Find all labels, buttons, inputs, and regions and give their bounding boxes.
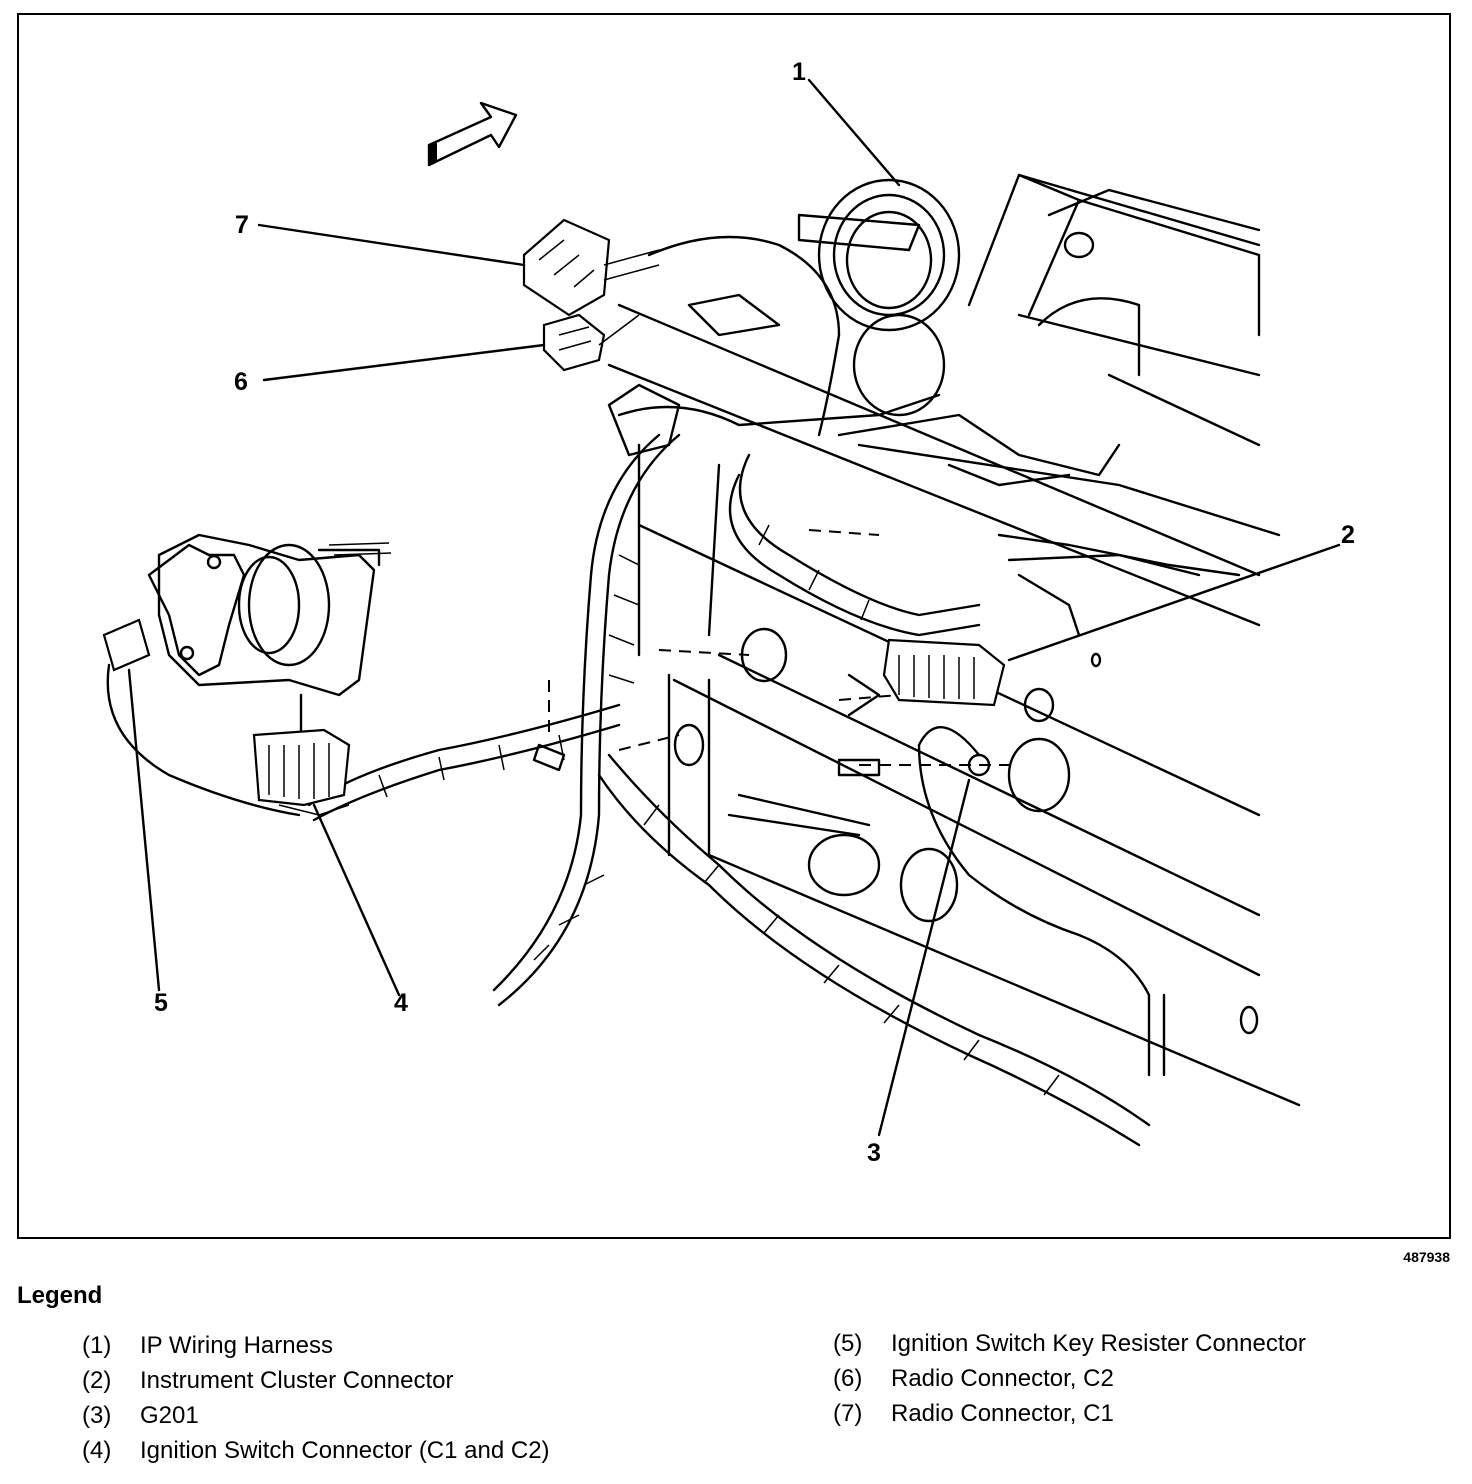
radio-connectors [522, 218, 660, 372]
legend-item-number: (5) [833, 1329, 863, 1357]
legend-item: (4) Ignition Switch Connector (C1 and C2… [82, 1433, 550, 1468]
callout-5: 5 [154, 989, 168, 1017]
callout-7: 7 [235, 211, 249, 239]
fastener-guides [532, 529, 900, 772]
legend-item-number: (1) [82, 1331, 112, 1359]
legend-item-label: Instrument Cluster Connector [140, 1366, 454, 1394]
legend-item-label: G201 [140, 1401, 199, 1429]
callout-3: 3 [867, 1139, 881, 1167]
mounting-holes [673, 231, 1259, 1035]
instrument-panel-frame [607, 173, 1301, 1107]
legend-item: (1) IP Wiring Harness [82, 1328, 550, 1363]
legend-title: Legend [17, 1282, 103, 1309]
ignition-switch [147, 533, 392, 737]
wiring-diagram: 1 2 3 4 5 6 7 [17, 13, 1451, 1239]
harness-grommet [797, 178, 961, 417]
legend-item: (2) Instrument Cluster Connector [82, 1363, 550, 1398]
legend-item-label: Radio Connector, C2 [891, 1364, 1114, 1392]
legend-column-left: (1) IP Wiring Harness (2) Instrument Clu… [82, 1328, 550, 1468]
legend-item-label: IP Wiring Harness [140, 1331, 333, 1359]
instrument-cluster-connector [847, 638, 1006, 717]
callout-6: 6 [234, 368, 248, 396]
legend-item-number: (3) [82, 1401, 112, 1429]
legend-column-right: (5) Ignition Switch Key Resister Connect… [833, 1326, 1306, 1431]
legend-item-number: (4) [82, 1436, 112, 1464]
leader-lines [127, 78, 1341, 1137]
legend-item-number: (2) [82, 1366, 112, 1394]
legend-item-label: Radio Connector, C1 [891, 1399, 1114, 1427]
legend-item: (5) Ignition Switch Key Resister Connect… [833, 1326, 1306, 1361]
legend-item-label: Ignition Switch Key Resister Connector [891, 1329, 1306, 1357]
figure-number: 487938 [1403, 1249, 1450, 1265]
ignition-switch-connector [252, 728, 351, 816]
legend-item-label: Ignition Switch Connector (C1 and C2) [140, 1436, 550, 1464]
g201-ground-wire [837, 726, 1166, 1077]
legend-item: (6) Radio Connector, C2 [833, 1361, 1306, 1396]
legend-item-number: (6) [833, 1364, 863, 1392]
callout-1: 1 [792, 58, 806, 86]
ip-wiring-harness [307, 235, 1151, 1147]
legend-item-number: (7) [833, 1399, 863, 1427]
callout-2: 2 [1341, 521, 1355, 549]
callout-4: 4 [394, 989, 408, 1017]
legend-item: (3) G201 [82, 1398, 550, 1433]
key-resister-connector [102, 618, 301, 817]
legend-item: (7) Radio Connector, C1 [833, 1396, 1306, 1431]
forward-arrow-icon [427, 101, 518, 167]
harness-illustration [102, 78, 1341, 1147]
